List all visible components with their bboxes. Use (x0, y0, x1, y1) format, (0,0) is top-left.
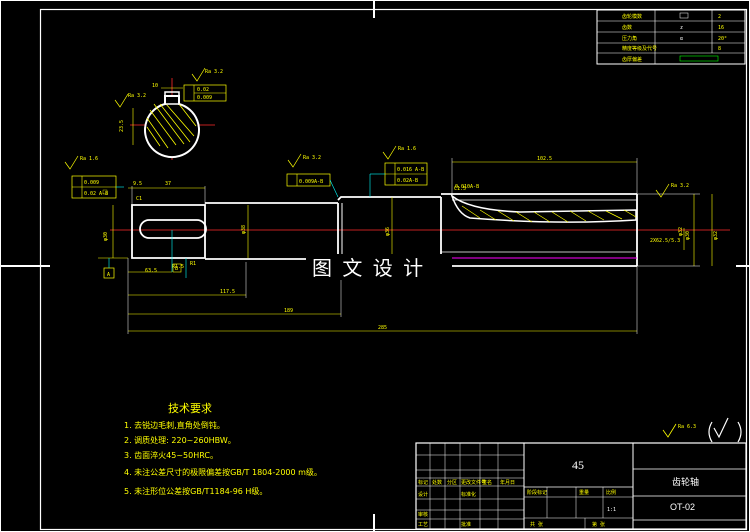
dim-9-5: 9.5 (133, 181, 142, 187)
tol-spline: 0.010A-B (455, 184, 479, 190)
gear-parameter-table: 齿轮模数 齿数 压力角 精度等级及代号 齿厚偏差 z α 2 16 20° 8 (596, 9, 746, 65)
datum-a: A (107, 272, 110, 278)
cell-review: 审核 (418, 511, 428, 518)
cell-scale: 比例 (606, 489, 616, 496)
tech-req-item-2: 2. 调质处理: 220~260HBW。 (124, 435, 236, 445)
param-label-1: 齿数 (622, 24, 632, 31)
dim-spline-diameter: φ32 (678, 227, 684, 236)
cell-stage: 阶段标记 (527, 489, 547, 496)
dim-r1-5: R1.5 (172, 264, 184, 270)
cell-process: 工艺 (418, 522, 428, 528)
tol-bearing-runout: 0.02A-B (397, 178, 418, 184)
dimension-lines: 9.5 37 C1 φ30 A 63.5 R1.5 R1 117.5 189 2… (98, 156, 719, 334)
dim-285: 285 (378, 325, 387, 331)
dim-189: 189 (284, 308, 293, 314)
watermark-backdrop (306, 254, 452, 280)
cell-mark: 标记 (418, 479, 428, 486)
tech-req-item-4: 4. 未注公差尺寸的极限偏差按GB/T 1804-2000 m级。 (124, 467, 322, 477)
cell-design: 设计 (418, 491, 428, 498)
roughness-left-end: Ra 1.6 (80, 156, 98, 162)
dim-right-diameter: φ30 (685, 231, 691, 240)
cell-sheet-no: 第 张 (592, 521, 605, 528)
param-label-2: 压力角 (622, 35, 637, 42)
dim-keyway-width: 10 (152, 83, 158, 89)
dim-117-5: 117.5 (220, 289, 235, 295)
roughness-general: Ra 6.3 (678, 424, 696, 430)
param-label-0: 齿轮模数 (622, 13, 642, 20)
cell-change-doc: 更改文件号 (461, 479, 486, 486)
dim-r1: R1 (190, 261, 196, 267)
param-sym-1: z (680, 25, 683, 31)
keyway-section-view: 10 23.5 0.02 0.009 Ra 3.2 Ra 3.2 (114, 67, 227, 160)
cell-approve: 批准 (461, 521, 471, 528)
dim-keyway-depth: 23.5 (119, 120, 125, 132)
param-label-3: 精度等级及代号 (622, 45, 657, 52)
cell-date: 年月日 (500, 479, 515, 486)
dim-37: 37 (165, 181, 171, 187)
tol-left-cylindricity: 0.009 (84, 180, 99, 186)
param-value-0: 2 (718, 14, 721, 20)
tol-shoulder-runout: 0.009A-B (299, 179, 323, 185)
roughness-bearing: Ra 1.6 (398, 146, 416, 152)
technical-requirements: 技术要求 1. 去锐边毛刺,直角处倒钝。 2. 调质处理: 220~260HBW… (124, 402, 322, 496)
part-name: 齿轮轴 (672, 476, 699, 488)
dim-bearing-diameter: φ36 (385, 227, 391, 236)
dim-c1-5: C1.5 (454, 186, 466, 192)
param-value-2: 20° (718, 36, 727, 42)
roughness-right-end: Ra 3.2 (671, 183, 689, 189)
general-roughness: Ra 6.3 (662, 417, 742, 443)
datum-b: B (175, 266, 178, 272)
roughness-shoulder: Ra 3.2 (303, 155, 321, 161)
roughness-keyway-side: Ra 3.2 (205, 69, 223, 75)
param-value-3: 8 (718, 46, 721, 52)
material: 45 (572, 458, 584, 472)
cell-sign: 签名 (482, 479, 492, 486)
cell-weight: 重量 (579, 489, 589, 496)
param-value-1: 16 (718, 25, 724, 31)
roughness-keyway-bottom: Ra 3.2 (128, 93, 146, 99)
tol-bearing-cylindricity: 0.016 A-B (397, 167, 424, 173)
dim-102-5: 102.5 (537, 156, 552, 162)
dim-63-5: 63.5 (145, 268, 157, 274)
cell-zone: 分区 (447, 479, 457, 486)
param-label-4: 齿厚偏差 (622, 56, 642, 63)
tol-keyway-symmetry: 0.02 (197, 87, 209, 93)
dim-left-diameter: φ30 (103, 232, 109, 241)
cell-standard: 标准化 (461, 491, 476, 498)
dim-right-outer: φ32 (713, 231, 719, 240)
cell-count: 处数 (432, 479, 442, 486)
title-block: 45 齿轮轴 OT-02 1:1 标记 处数 分区 更改文件号 签名 年月日 设… (415, 442, 747, 530)
dim-body-diameter: φ38 (241, 225, 247, 234)
tech-req-title: 技术要求 (168, 402, 212, 415)
param-sym-2: α (680, 36, 683, 42)
tech-req-item-3: 3. 齿面淬火45~50HRC。 (124, 450, 218, 460)
tech-req-item-1: 1. 去锐边毛刺,直角处倒钝。 (124, 420, 225, 430)
cell-total-sheets: 共 张 (530, 521, 543, 528)
scale: 1:1 (607, 507, 616, 513)
tol-keyway-parallel: 0.009 (197, 95, 212, 101)
drawing-frame (39, 8, 748, 531)
tol-left-runout: 0.02 A-B (84, 191, 108, 197)
annotations-main: Ra 1.6 0.009 0.02 A-B Ra 3.2 0.009A-B Ra… (64, 145, 689, 278)
drawing-number: OT-02 (670, 502, 695, 512)
dim-spline: 2X62.5/5.3 (650, 238, 680, 244)
tech-req-item-5: 5. 未注形位公差按GB/T1184-96 H级。 (124, 486, 267, 496)
dim-c1: C1 (136, 196, 142, 202)
watermark-text: 图 文 设 计 (312, 256, 425, 280)
